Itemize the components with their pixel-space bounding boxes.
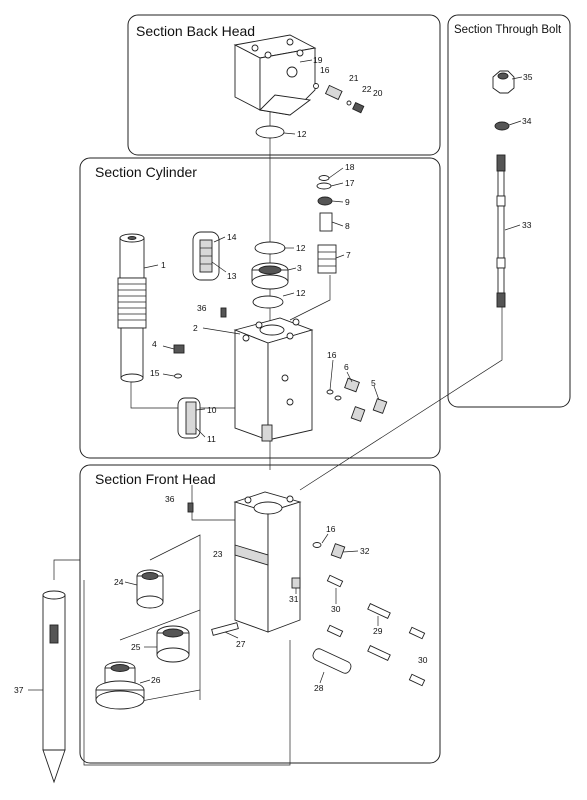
part-number-12-back: 12 (297, 129, 307, 139)
section-through-bolt-box (447, 14, 571, 408)
bush-24 (136, 569, 164, 609)
part-number-13: 13 (227, 271, 237, 281)
section-cylinder-box (79, 157, 441, 459)
o-ring-12-cyl-mid (252, 295, 284, 309)
part-number-12-cyl-mid: 12 (296, 288, 306, 298)
part-number-7: 7 (346, 250, 351, 260)
front-head-bottom-line (83, 580, 291, 766)
part-number-10: 10 (207, 405, 217, 415)
bush-25 (156, 625, 190, 663)
section-back-head-box (127, 14, 441, 156)
part-number-30-a: 30 (331, 604, 341, 614)
chisel-link-line (53, 559, 80, 580)
part-number-36-cyl: 36 (197, 303, 207, 313)
part-number-33: 33 (522, 220, 532, 230)
part-number-20: 20 (373, 88, 383, 98)
piston-1 (117, 233, 147, 383)
back-head-fittings (313, 83, 365, 114)
front-head-link-line (191, 485, 240, 521)
seal-kit-detail-14 (192, 231, 220, 281)
section-front-head-box (79, 464, 441, 764)
part-number-18: 18 (345, 162, 355, 172)
valve-parts (316, 175, 337, 274)
part-number-34: 34 (522, 116, 532, 126)
section-through-bolt-title: Section Through Bolt (454, 24, 562, 36)
seal-detail-10-11 (177, 397, 201, 439)
part-number-15: 15 (150, 368, 160, 378)
part-number-36-front: 36 (165, 494, 175, 504)
cylinder-fittings (326, 377, 388, 422)
part-number-3: 3 (297, 263, 302, 273)
front-head-body-23 (233, 491, 302, 633)
part-number-5: 5 (371, 378, 376, 388)
plug-32 (330, 543, 346, 559)
part-number-11: 11 (207, 434, 216, 444)
stop-pins-29-30 (326, 574, 426, 687)
part-number-31: 31 (289, 594, 299, 604)
part-number-30-b: 30 (418, 655, 428, 665)
cylinder-link-line (130, 380, 240, 409)
part-number-6: 6 (344, 362, 349, 372)
pin-36-cyl (220, 307, 227, 318)
cylinder-body-2 (233, 317, 314, 442)
part-number-29: 29 (373, 626, 383, 636)
part-number-24: 24 (114, 577, 124, 587)
bush-link-line (149, 534, 201, 700)
back-head-body (233, 34, 317, 116)
through-bolt-33 (496, 154, 506, 308)
through-bolt-leader (299, 300, 503, 491)
part-number-32: 32 (360, 546, 370, 556)
part-number-16-cyl: 16 (327, 350, 337, 360)
part-number-35: 35 (523, 72, 533, 82)
part-number-12-cyl-top: 12 (296, 243, 306, 253)
chisel-37 (42, 590, 66, 784)
part-number-17: 17 (345, 178, 355, 188)
pin-27 (211, 622, 239, 636)
part-number-26: 26 (151, 675, 161, 685)
part-number-4: 4 (152, 339, 157, 349)
through-bolt-nut-35 (492, 70, 515, 94)
part-number-9: 9 (345, 197, 350, 207)
section-back-head-title: Section Back Head (136, 23, 255, 39)
part-number-1: 1 (161, 260, 166, 270)
o-ring-16-front (312, 542, 322, 548)
part-callouts: 19 16 21 22 20 12 35 34 33 1 14 13 12 3 … (14, 55, 533, 695)
part-number-2: 2 (193, 323, 198, 333)
part-number-23: 23 (213, 549, 223, 559)
seal-link-line (289, 275, 331, 321)
plug-4 (173, 344, 185, 354)
part-number-22: 22 (362, 84, 372, 94)
bush-link-line-2 (119, 609, 201, 641)
plug-31 (291, 577, 301, 589)
bush-26 (95, 661, 145, 710)
seal-retainer-3 (251, 262, 289, 290)
part-number-27: 27 (236, 639, 246, 649)
o-ring-12-back (255, 125, 285, 139)
part-number-16-back: 16 (320, 65, 330, 75)
part-number-19: 19 (313, 55, 323, 65)
pin-36-front (187, 502, 194, 513)
rod-pin-28 (312, 648, 352, 674)
section-cylinder-title: Section Cylinder (95, 164, 197, 180)
o-ring-15 (174, 373, 182, 379)
part-number-8: 8 (345, 221, 350, 231)
part-number-21: 21 (349, 73, 359, 83)
part-number-25: 25 (131, 642, 141, 652)
section-front-head-title: Section Front Head (95, 471, 216, 487)
part-number-14: 14 (227, 232, 237, 242)
part-number-28: 28 (314, 683, 324, 693)
part-number-16-front: 16 (326, 524, 336, 534)
o-ring-12-cyl-top (254, 241, 286, 255)
through-bolt-washer-34 (494, 121, 510, 131)
part-number-37: 37 (14, 685, 24, 695)
